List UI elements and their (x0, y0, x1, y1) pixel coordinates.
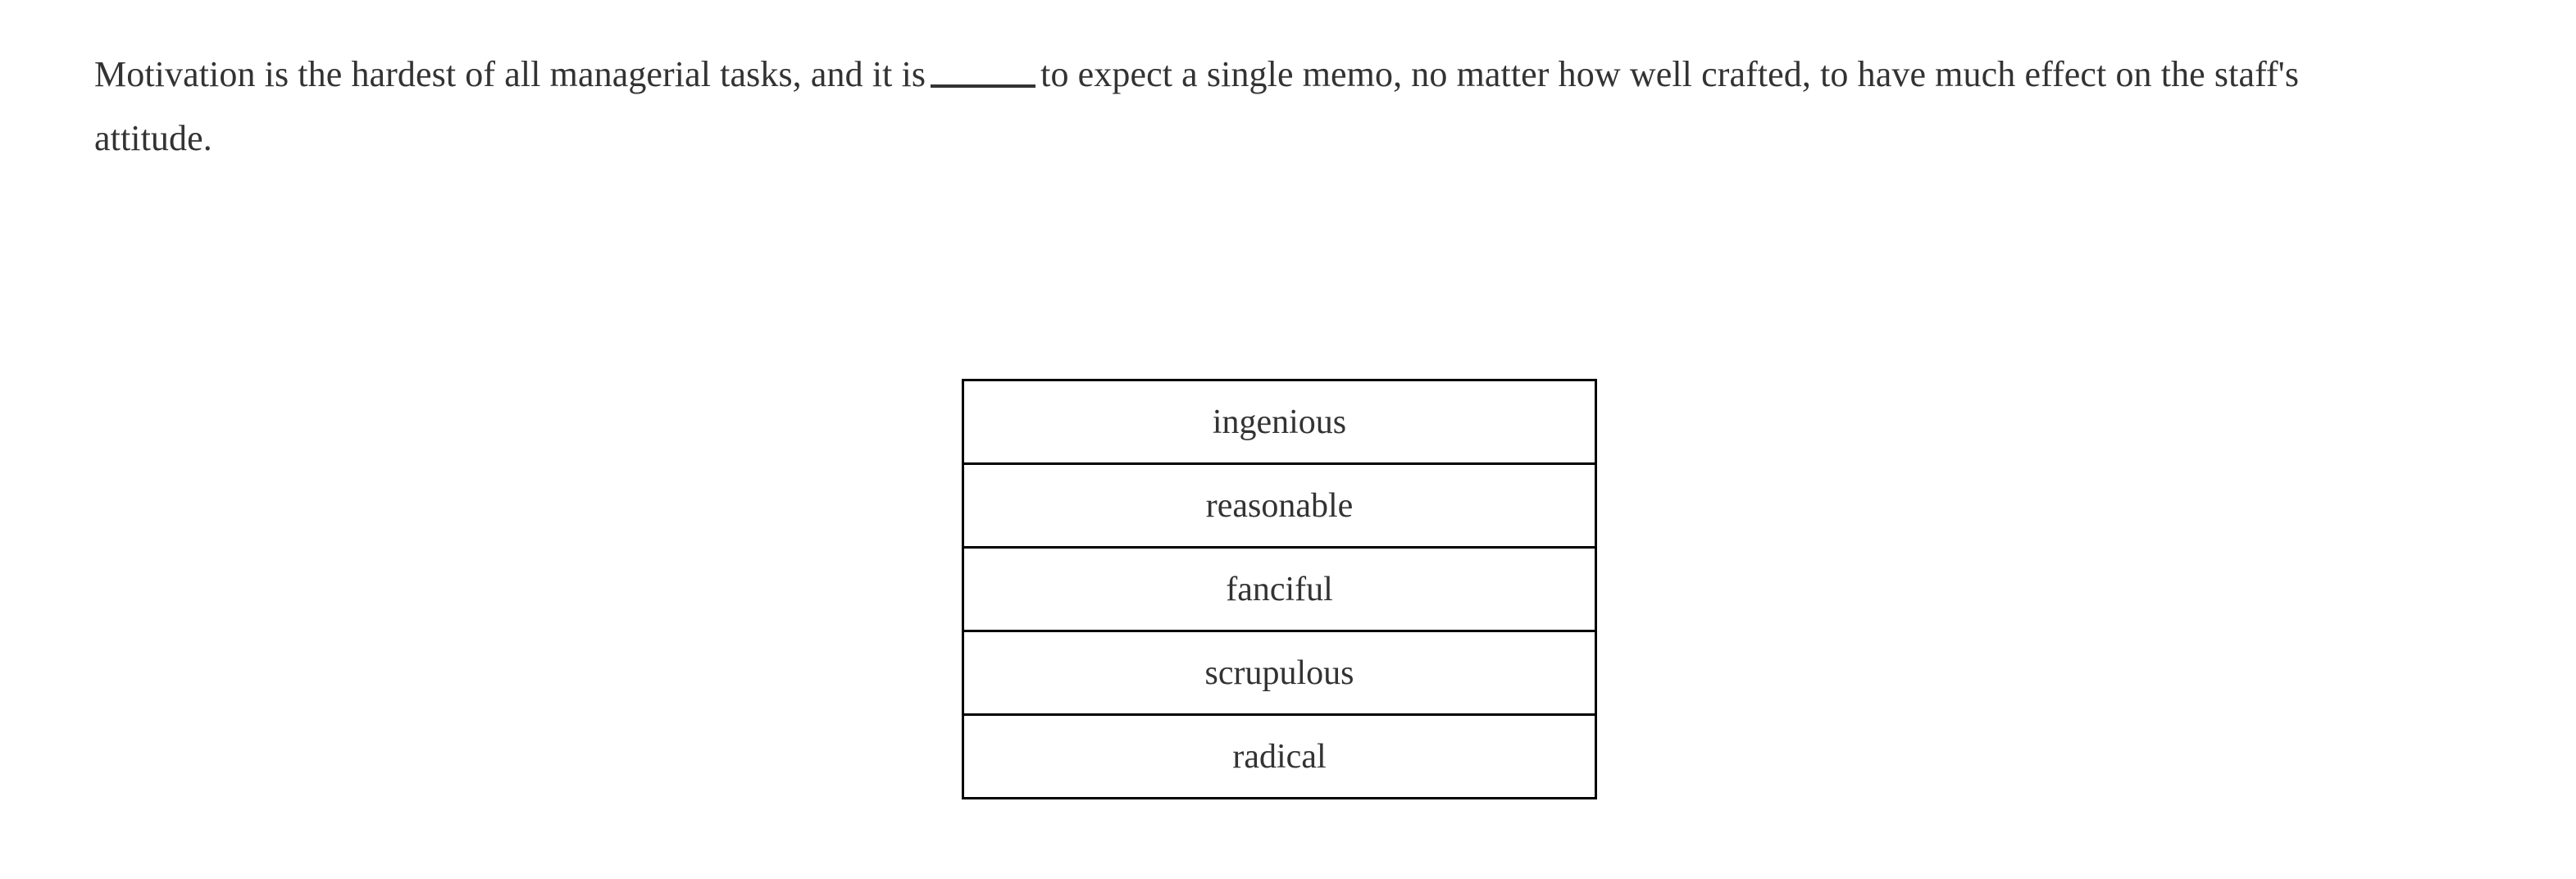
answer-choices-body: ingenious reasonable fanciful scrupulous… (962, 379, 1597, 799)
answer-choices-table: ingenious reasonable fanciful scrupulous… (962, 379, 1597, 799)
answer-choice-row[interactable]: fanciful (962, 546, 1597, 632)
answer-choice-reasonable[interactable]: reasonable (962, 462, 1597, 549)
question-text-before-blank: Motivation is the hardest of all manager… (94, 54, 926, 94)
question-text-after-blank: to expect a single memo, no matter how w… (94, 54, 2309, 158)
answer-choice-radical[interactable]: radical (962, 713, 1597, 799)
answer-blank (931, 84, 1036, 88)
answer-choice-ingenious[interactable]: ingenious (962, 379, 1597, 465)
answer-choice-row[interactable]: radical (962, 713, 1597, 799)
question-stem: Motivation is the hardest of all manager… (94, 43, 2414, 171)
answer-choice-row[interactable]: scrupulous (962, 630, 1597, 716)
answer-choice-row[interactable]: reasonable (962, 462, 1597, 549)
answer-choice-scrupulous[interactable]: scrupulous (962, 630, 1597, 716)
answer-choice-fanciful[interactable]: fanciful (962, 546, 1597, 632)
answer-choice-row[interactable]: ingenious (962, 379, 1597, 465)
